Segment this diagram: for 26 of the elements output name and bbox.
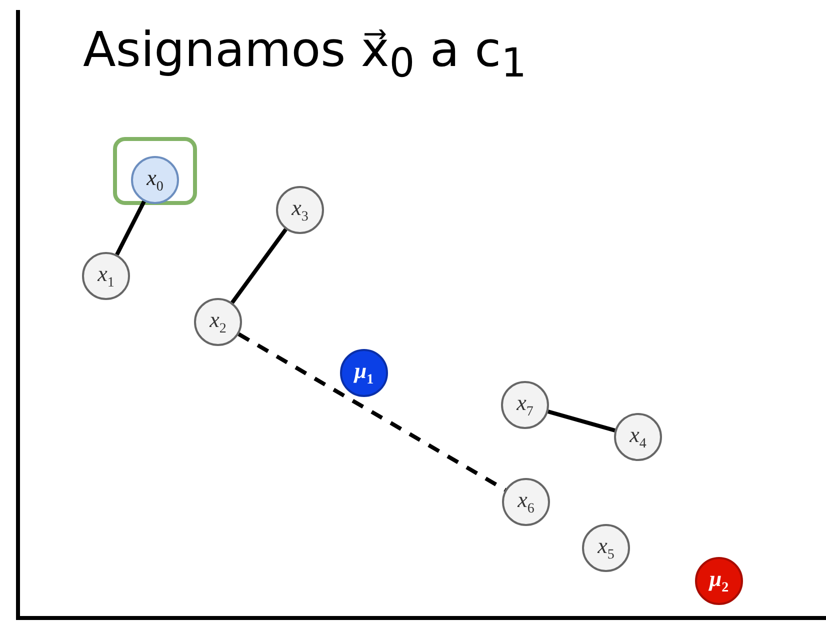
point-label: x$_{1}$ — [98, 260, 114, 292]
data-point-circle — [276, 186, 324, 234]
data-point-circle — [582, 524, 630, 572]
data-point-circle — [82, 252, 130, 300]
connector-line — [548, 410, 616, 432]
data-point-circle — [614, 413, 662, 461]
data-point-circle — [194, 298, 242, 346]
dashed-line — [238, 332, 506, 492]
point-label: x$_{7}$ — [516, 390, 534, 420]
highlight-frame — [113, 137, 197, 205]
point-label: x$_{2}$ — [210, 306, 226, 338]
connector-line — [230, 228, 288, 304]
selected-point-circle — [131, 156, 179, 204]
data-point-circle — [501, 381, 549, 429]
point-label: x$_{6}$ — [518, 486, 534, 518]
point-label: x$_{4}$ — [630, 422, 646, 452]
point-label: x$_{5}$ — [598, 532, 614, 564]
connector-line — [115, 200, 146, 256]
data-point-circle — [502, 478, 550, 526]
point-label: x$_{3}$ — [292, 194, 308, 226]
title: Asignamos x⃗$_{0}$ a c$_{1}$ — [83, 22, 527, 87]
centroid-circle — [695, 557, 743, 605]
centroid-circle — [340, 349, 388, 397]
point-label: μ$_{1}$ — [354, 358, 374, 388]
point-label: μ$_{2}$ — [709, 566, 729, 596]
point-label: x$_{0}$ — [146, 164, 164, 196]
